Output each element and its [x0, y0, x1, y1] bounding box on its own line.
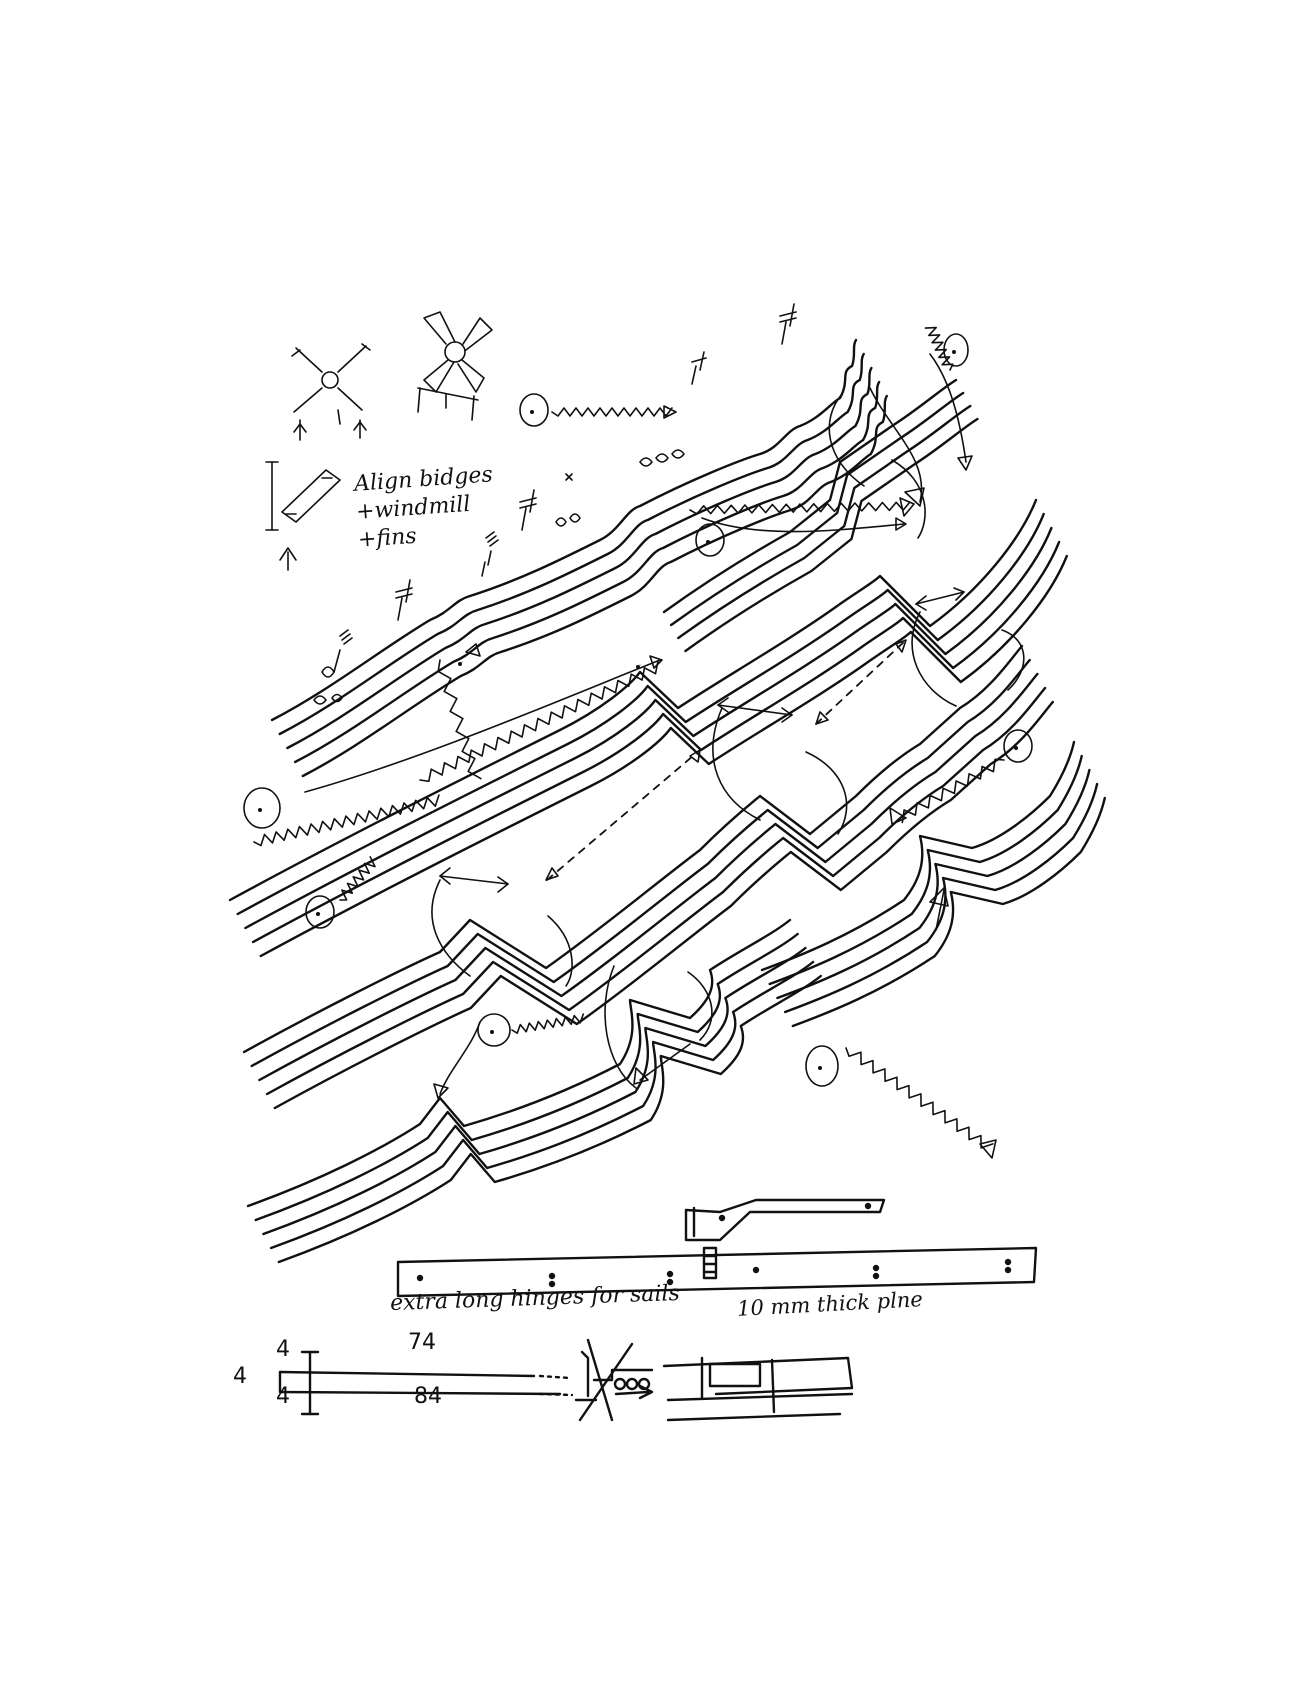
staff-4-line: [254, 932, 799, 1222]
staff-1-line: [270, 338, 858, 722]
staff-5: [760, 740, 1106, 1028]
staff-3-line: [250, 658, 1031, 1068]
staff-5-line: [791, 796, 1106, 1028]
source-2-circle: [943, 333, 969, 367]
staff-4-line: [246, 918, 792, 1208]
joint-brackets: [431, 393, 1025, 1089]
staff-2-line: [251, 540, 1061, 944]
source-4-circle: [243, 787, 281, 829]
source-7-dot: [1014, 746, 1018, 750]
staff-3-line: [258, 672, 1039, 1082]
windmill-sketch-large: [417, 311, 493, 421]
source-5: [305, 856, 376, 929]
staff-group: [228, 338, 1106, 1264]
arrows: [304, 353, 973, 1099]
staff-3: [242, 644, 1054, 1110]
source-2-dot: [952, 350, 956, 354]
staff-2-top-line: [677, 404, 972, 640]
staff-5-line: [760, 740, 1076, 972]
source-5-dot: [316, 912, 320, 916]
staff-3-line: [273, 700, 1054, 1110]
source-4: [243, 787, 440, 847]
source-1: [519, 393, 677, 427]
dimension-top-offset: 4: [276, 1337, 290, 1362]
source-6-circle: [477, 1013, 511, 1047]
staff-5-line: [776, 768, 1091, 1000]
align-bracket-sketch: [265, 461, 341, 571]
dimension-bottom-length: 84: [414, 1384, 442, 1409]
source-3-circle: [695, 523, 725, 557]
staff-5-line: [768, 754, 1083, 986]
dimension-thickness: 4: [233, 1364, 247, 1389]
source-3-wave: [689, 497, 915, 517]
windmill-sketch-small: [291, 343, 371, 441]
source-1-circle: [519, 393, 549, 427]
source-10: [419, 660, 659, 783]
staff-4: [246, 918, 822, 1264]
staff-2-line: [244, 526, 1053, 930]
source-4-dot: [258, 808, 262, 812]
source-8-circle: [805, 1045, 839, 1087]
source-5-circle: [305, 895, 335, 929]
dimension-bottom-offset: 4: [276, 1384, 290, 1409]
staff-4-line: [277, 974, 822, 1264]
source-2-wave: [924, 326, 954, 371]
source-1-dot: [530, 410, 534, 414]
sound-sources: [243, 326, 1033, 1159]
source-1-wave: [551, 405, 677, 419]
staff-3-line: [242, 644, 1024, 1054]
staff-1: [270, 338, 888, 778]
source-8-dot: [818, 1066, 822, 1070]
notation-marks: [313, 303, 797, 705]
staff-2-line: [228, 498, 1038, 902]
align-note: Align bidges +windmill +fins: [353, 461, 497, 554]
staff-3-line: [265, 686, 1047, 1096]
source-5-wave: [339, 856, 376, 901]
source-8-wave: [845, 1047, 997, 1159]
source-2: [924, 326, 969, 371]
staff-4-line: [262, 946, 807, 1236]
staff-1-line: [278, 352, 865, 736]
staff-1-line: [293, 380, 881, 764]
staff-2-line: [236, 512, 1045, 916]
source-7-circle: [1003, 729, 1033, 763]
staff-2-top: [662, 378, 979, 653]
source-7-wave: [889, 758, 1005, 825]
staff-1-line: [286, 366, 873, 750]
staff-2-top-line: [669, 391, 965, 627]
source-8: [805, 1045, 997, 1159]
plane-board: [396, 1246, 1038, 1298]
source-9: [437, 643, 482, 780]
staff-1-line: [301, 394, 888, 778]
dimension-top-length: 74: [408, 1330, 436, 1355]
source-6: [477, 1013, 585, 1047]
staff-5-line: [783, 782, 1099, 1014]
source-4-wave: [253, 794, 440, 847]
staff-2: [228, 498, 1068, 958]
source-3-dot: [706, 540, 710, 544]
hinge-bar-top: [684, 1198, 886, 1242]
source-6-wave: [511, 1013, 585, 1034]
staff-2-top-line: [662, 378, 958, 614]
section-detail: [278, 1338, 854, 1422]
staff-2-top-line: [684, 417, 979, 653]
source-9-wave: [437, 643, 482, 780]
staff-4-line: [269, 960, 815, 1250]
source-7: [889, 729, 1033, 825]
source-9-dot: [458, 662, 462, 666]
source-3: [689, 497, 915, 557]
source-6-dot: [490, 1030, 494, 1034]
source-10-wave: [419, 660, 659, 783]
staff-2-line: [259, 554, 1068, 958]
